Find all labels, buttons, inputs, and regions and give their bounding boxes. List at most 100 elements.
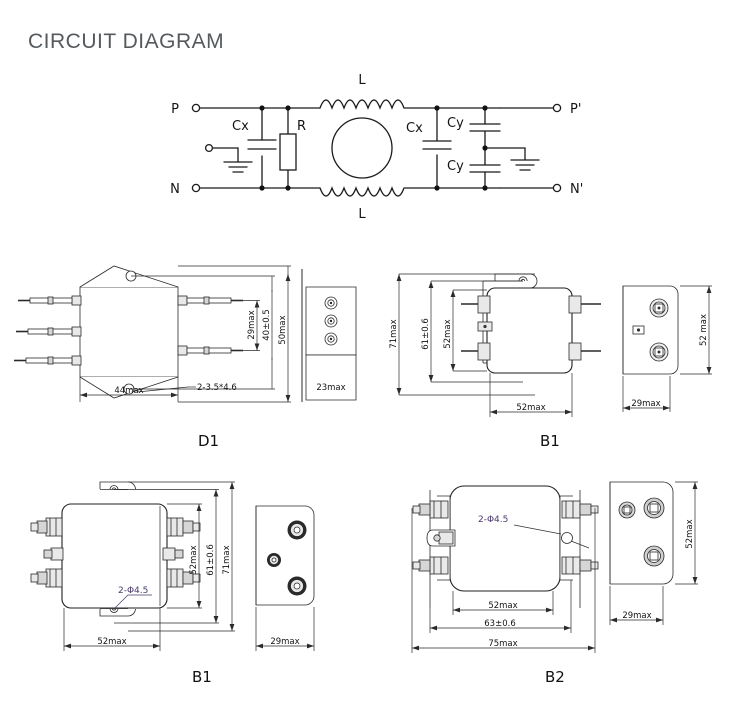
drawing-b1-bottom: 52max 61±0.6 71max 52max 2-Φ4.5 29max	[0, 468, 375, 668]
b1t-body	[486, 287, 573, 374]
screw-terminal	[166, 568, 201, 588]
d1-dim-40: 40±0.5	[262, 309, 272, 340]
b2-callout-leader-b	[570, 540, 590, 549]
b1b-side-dim-29max: 29max	[270, 637, 299, 647]
lead	[177, 295, 243, 306]
junction-dots	[259, 105, 488, 191]
b2-hole	[561, 532, 573, 544]
b1t-side-body	[622, 285, 679, 375]
b1t-side-dim-52max: 52 max	[699, 314, 709, 346]
label-resistor: R	[297, 119, 306, 134]
b1b-callout-hole: 2-Φ4.5	[118, 586, 148, 596]
d1-dim-23max: 23max	[316, 383, 345, 393]
lead	[16, 326, 82, 337]
b1t-dim-71max: 71max	[389, 319, 399, 348]
drawing-b2: 52max 63±0.6 75max 2-Φ4.5 52max 29max	[375, 468, 750, 668]
junction-dot	[259, 105, 265, 111]
page-title: CIRCUIT DIAGRAM	[28, 30, 225, 53]
screw-terminal	[561, 556, 599, 575]
lead	[177, 345, 243, 356]
b1t-dim-52v: 52max	[443, 319, 453, 348]
b1t-terminals-right	[568, 295, 601, 361]
b2-side-terminals	[618, 497, 665, 567]
d1-left-leads	[14, 295, 82, 366]
d1-side-view	[301, 269, 357, 402]
drawing-d1: 44max 29max 40±0.5 50max 2-3.5*4.6 23max	[0, 252, 375, 432]
junction-dot	[285, 105, 291, 111]
b1b-terminals-right	[162, 517, 201, 588]
d1-dim-44max: 44max	[114, 386, 143, 396]
b2-side-view	[609, 481, 674, 585]
label-terminal-n: N	[170, 182, 180, 197]
b2-callout-hole: 2-Φ4.5	[478, 515, 508, 525]
inductor-top	[319, 99, 405, 110]
b2-callout-leader-a	[513, 524, 562, 535]
lead	[14, 355, 82, 366]
inductor-bottom	[319, 186, 405, 197]
screw-terminal	[561, 500, 599, 519]
d1-callout-leader-a	[136, 386, 189, 393]
lead	[18, 295, 82, 306]
choke-core	[331, 117, 393, 179]
d1-dim-50max: 50max	[278, 315, 288, 344]
gnd-left-terminal	[204, 143, 214, 153]
b2-terminals-right	[561, 500, 599, 575]
b2-side-body	[609, 481, 674, 585]
b1b-dim-52max-h: 52max	[97, 637, 126, 647]
b1b-terminals-left	[30, 517, 64, 588]
b2-dim-75max: 75max	[488, 639, 517, 649]
terminal-n-out	[552, 183, 562, 193]
circuit-schematic-panel: P N P' N' L L Cx R Cx Cy Cy	[0, 60, 750, 235]
junction-dot	[259, 185, 265, 191]
b1b-body	[61, 503, 168, 609]
label-terminal-p-out: P'	[570, 102, 581, 117]
screw-terminal	[412, 556, 449, 575]
b1b-callout-leader	[113, 594, 152, 610]
caption-d1: D1	[198, 432, 220, 450]
b2-terminals-left	[412, 500, 456, 575]
d1-dim-29max: 29max	[247, 310, 257, 339]
junction-dot	[434, 185, 440, 191]
d1-callout-hole: 2-3.5*4.6	[197, 383, 237, 393]
b1t-terminals-left	[461, 295, 493, 361]
b1t-side-terminals	[632, 298, 669, 362]
label-cap-x-output: Cx	[406, 121, 423, 136]
b2-body	[449, 485, 561, 592]
junction-dot	[482, 185, 488, 191]
label-cap-x-input: Cx	[232, 119, 249, 134]
screw-terminal	[30, 517, 63, 537]
resistor-body	[279, 133, 297, 171]
label-cap-y-top: Cy	[447, 116, 464, 131]
label-terminal-n-out: N'	[570, 182, 583, 197]
b2-dim-52max: 52max	[488, 601, 517, 611]
b1t-side-dim-29max: 29max	[631, 399, 660, 409]
b2-dim-63: 63±0.6	[484, 619, 515, 629]
b1b-side-view	[255, 505, 315, 606]
ground-terminal	[426, 529, 456, 547]
drawing-b1-top: 71max 61±0.6 52max 52max 52 max 29max	[375, 252, 750, 432]
b1b-side-terminals	[267, 520, 307, 596]
d1-housing	[79, 286, 179, 378]
label-cap-y-bottom: Cy	[447, 159, 464, 174]
b2-side-dim-52max: 52max	[685, 519, 695, 548]
terminal-p-out	[552, 103, 562, 113]
caption-b1-bottom: B1	[192, 668, 212, 686]
terminal-p	[191, 103, 201, 113]
terminal-n	[191, 183, 201, 193]
label-inductor-bottom: L	[358, 207, 366, 222]
ground-terminal	[43, 547, 64, 561]
screw-terminal	[166, 517, 201, 537]
d1-right-leads	[177, 295, 243, 356]
junction-dot	[482, 145, 488, 151]
junction-dot	[482, 105, 488, 111]
b1b-dim-52max: 52max	[189, 545, 199, 574]
label-inductor-top: L	[358, 73, 366, 88]
b2-side-dim-29max: 29max	[622, 611, 651, 621]
b1t-dim-61: 61±0.6	[421, 318, 431, 349]
screw-terminal	[30, 568, 63, 588]
caption-b1-top: B1	[540, 432, 560, 450]
screw-terminal	[412, 500, 449, 519]
b1t-dim-52h: 52max	[516, 403, 545, 413]
label-terminal-p: P	[171, 102, 179, 117]
b1t-side-view	[622, 285, 679, 375]
